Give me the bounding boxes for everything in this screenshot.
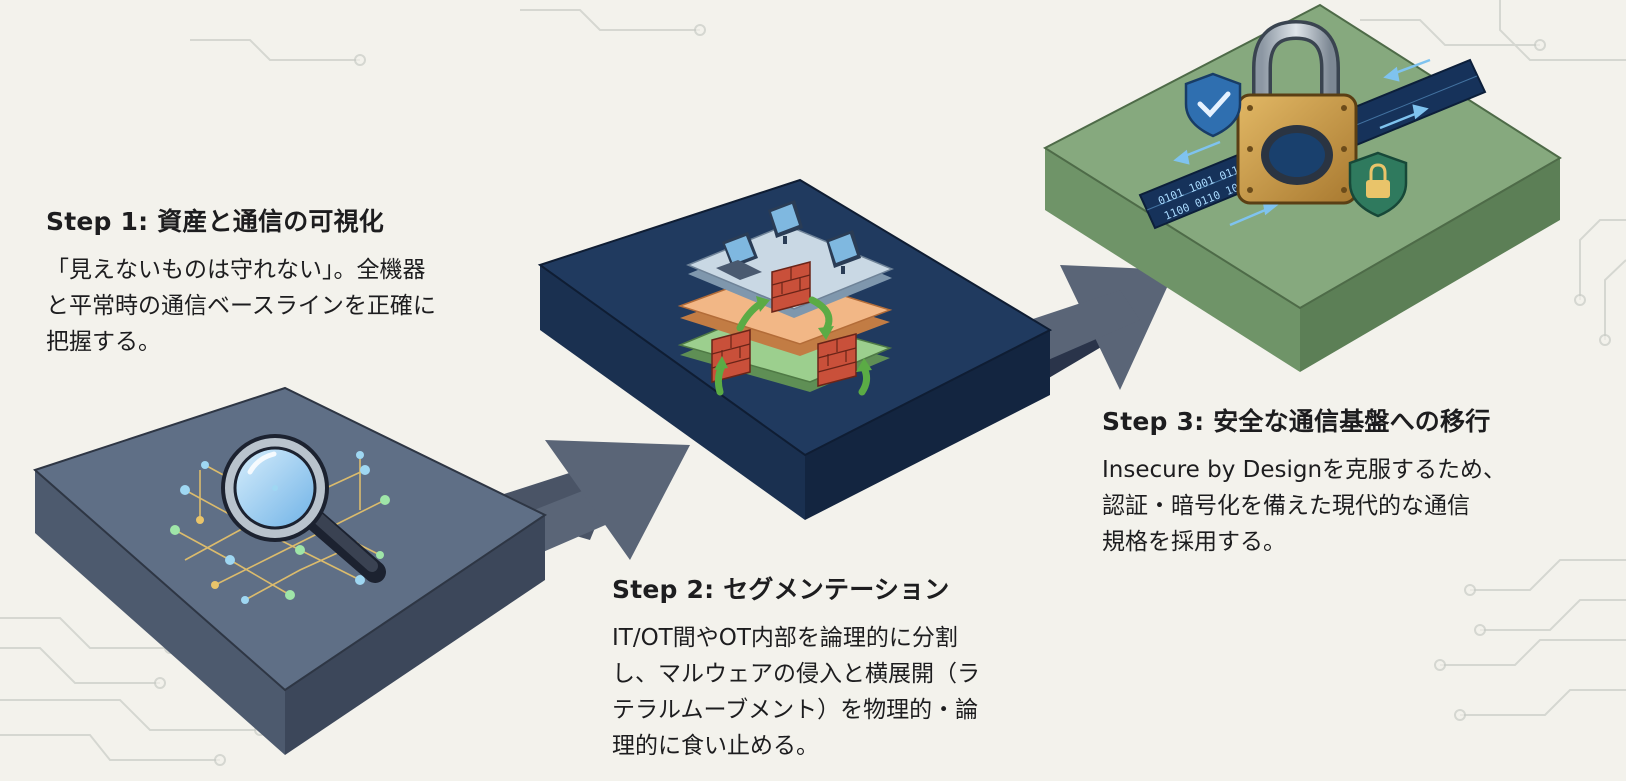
step3-line: Insecure by Designを克服するため、 [1102,457,1507,483]
monitor-icon [768,200,803,244]
step1-line: 把握する。 [46,329,161,355]
step3-text: Step 3: 安全な通信基盤への移行 Insecure by Designを克… [1102,402,1506,560]
step1-description: 「見えないものは守れない」。全機器 と平常時の通信ベースラインを正確に 把握する… [46,252,436,360]
step3-description: Insecure by Designを克服するため、 認証・暗号化を備えた現代的… [1102,452,1506,560]
circuit-traces [0,0,1626,761]
circuit-pads [154,24,1611,766]
step3-line: 認証・暗号化を備えた現代的な通信 [1102,493,1470,519]
padlock-icon [1236,19,1358,205]
step2-description: IT/OT間やOT内部を論理的に分割 し、マルウェアの侵入と横展開（ラ テラルム… [612,620,980,764]
firewall-icon [817,333,857,387]
step2-line: 理的に食い止める。 [612,733,819,759]
step1-line: 「見えないものは守れない」。全機器 [46,257,426,283]
step2-line: テラルムーブメント）を物理的・論 [612,697,979,723]
magnifier-icon [221,434,386,583]
step3-title: Step 3: 安全な通信基盤への移行 [1102,407,1491,436]
shield-check-icon [1184,72,1242,138]
step2-text: Step 2: セグメンテーション IT/OT間やOT内部を論理的に分割 し、マ… [612,570,980,764]
monitor-icon [826,230,861,274]
firewall-icon [771,261,811,313]
step1-title: Step 1: 資産と通信の可視化 [46,207,385,236]
step2-title: Step 2: セグメンテーション [612,575,950,604]
shield-lock-icon [1348,151,1408,218]
step2-line: IT/OT間やOT内部を論理的に分割 [612,625,958,651]
step3-line: 規格を採用する。 [1102,529,1286,555]
laptop-icon [716,232,762,280]
traffic-arrowheads [714,296,872,372]
step2-line: し、マルウェアの侵入と横展開（ラ [612,661,980,687]
step1-text: Step 1: 資産と通信の可視化 「見えないものは守れない」。全機器 と平常時… [46,202,436,360]
step1-line: と平常時の通信ベースラインを正確に [46,293,436,319]
